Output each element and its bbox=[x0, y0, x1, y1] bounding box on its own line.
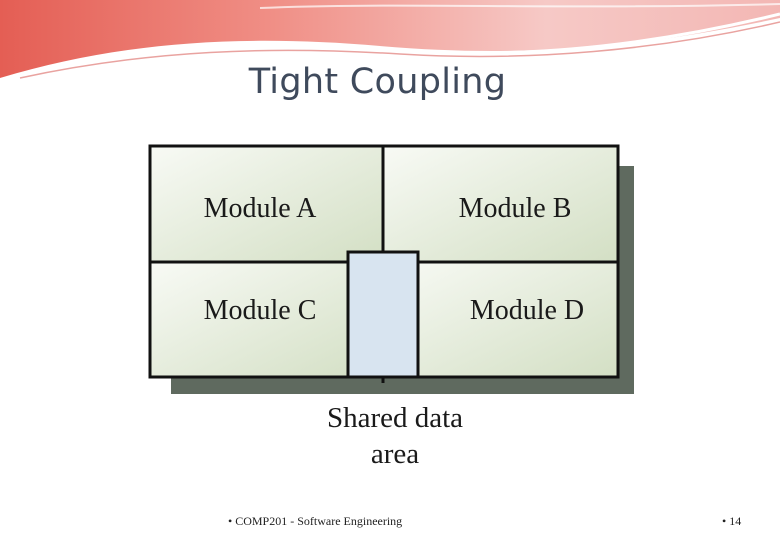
page-number: • 14 bbox=[722, 514, 742, 528]
module-b-label: Module B bbox=[459, 193, 572, 224]
module-d-label: Module D bbox=[470, 295, 584, 326]
module-d-box bbox=[383, 262, 618, 377]
header-banner bbox=[0, 0, 780, 82]
shared-data-label-line1: Shared data bbox=[326, 402, 464, 434]
shared-data-label: Shared data area bbox=[300, 400, 490, 472]
slide-title: Tight Coupling bbox=[248, 62, 507, 102]
footer-course: • COMP201 - Software Engineering bbox=[228, 514, 403, 528]
module-a-box bbox=[150, 146, 383, 262]
module-b-box bbox=[383, 146, 618, 262]
shared-data-label-line2: area bbox=[370, 438, 420, 470]
module-c-label: Module C bbox=[204, 295, 317, 326]
module-c-box bbox=[150, 262, 383, 377]
module-a-label: Module A bbox=[204, 193, 318, 224]
shared-data-area-box bbox=[346, 250, 420, 379]
